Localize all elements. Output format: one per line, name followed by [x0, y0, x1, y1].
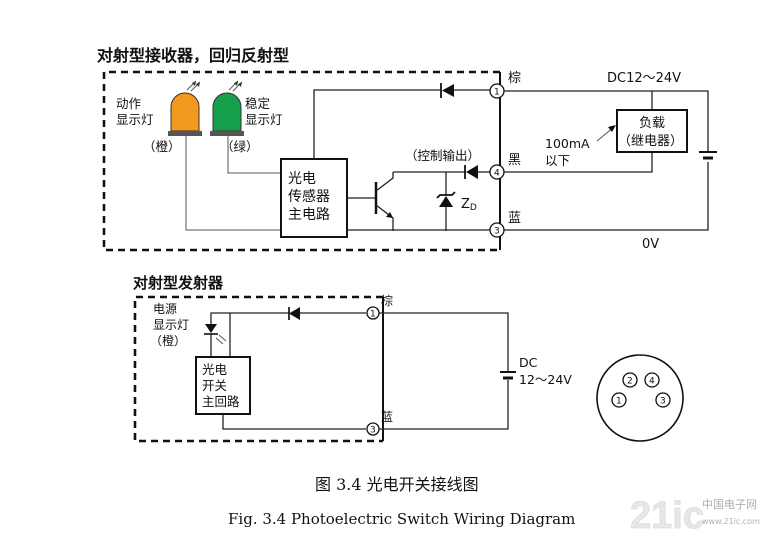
action-lamp-label-2: 显示灯	[116, 112, 154, 127]
load-relay-box	[616, 109, 688, 153]
svg-text:3: 3	[660, 397, 666, 407]
action-lamp-label-1: 动作	[116, 96, 142, 111]
power-lamp-label-1: 电源	[153, 302, 177, 316]
svg-text:中国电子网: 中国电子网	[702, 498, 757, 511]
current-limit-label-1: 100mA	[545, 136, 590, 151]
sensor-circuit-label-3: 主电路	[288, 207, 330, 223]
connector-pin-3: 3	[655, 392, 671, 408]
svg-text:1: 1	[370, 310, 376, 320]
svg-text:21ic: 21ic	[630, 495, 704, 537]
receiver-terminal-1: 1	[489, 83, 505, 99]
emitter-terminal-1: 1	[366, 306, 380, 320]
receiver-section: 对射型接收器，回归反射型 动作 显示灯 （橙） 稳定 显示灯 （绿）	[97, 46, 717, 252]
connector-pinout: 2 4 1 3	[596, 354, 684, 442]
zener-diode-icon	[436, 191, 456, 207]
svg-text:www.21ic.com: www.21ic.com	[702, 517, 760, 526]
current-limit-label-2: 以下	[545, 153, 570, 168]
stable-lamp-label-2: 显示灯	[245, 112, 283, 127]
svg-text:4: 4	[649, 377, 655, 387]
caption-chinese: 图 3.4 光电开关接线图	[315, 475, 479, 494]
receiver-terminal-4: 4	[489, 164, 505, 180]
output-diode-icon	[464, 165, 478, 179]
emitter-supply-label: DC	[519, 355, 538, 370]
control-output-label: （控制输出）	[405, 148, 480, 163]
connector-pin-4: 4	[644, 372, 660, 388]
action-lamp-color: （橙）	[143, 139, 181, 154]
emitter-supply-range: 12～24V	[519, 372, 572, 387]
connector-pin-2: 2	[622, 372, 638, 388]
svg-text:3: 3	[494, 227, 500, 237]
caption-english: Fig. 3.4 Photoelectric Switch Wiring Dia…	[228, 510, 575, 528]
ground-label: 0V	[642, 237, 659, 252]
wire-black-label: 黑	[508, 153, 521, 168]
output-transistor-icon	[347, 172, 394, 231]
sensor-circuit-label-2: 传感器	[288, 188, 330, 205]
svg-text:4: 4	[494, 169, 500, 179]
switch-circuit-label-1: 光电	[202, 362, 228, 377]
connector-pin-1: 1	[611, 392, 627, 408]
watermark-logo: 21ic 中国电子网 www.21ic.com	[630, 495, 760, 538]
emitter-section: 对射型发射器 电源 显示灯 （橙） 光电 开关 主回路 1	[133, 274, 572, 443]
emitter-wire-brown-label: 棕	[381, 293, 393, 308]
stable-lamp-color: （绿）	[221, 139, 259, 154]
load-label-2: （继电器）	[618, 134, 683, 149]
switch-circuit-box	[195, 356, 251, 415]
power-lamp-label-2: 显示灯	[153, 318, 189, 332]
emitter-terminal-3: 3	[366, 422, 380, 436]
current-arrow-icon	[596, 125, 616, 142]
power-lamp-color: （橙）	[150, 333, 186, 348]
emitter-housing	[133, 295, 383, 443]
wire-brown-label: 棕	[508, 71, 521, 86]
receiver-terminal-3: 3	[489, 222, 505, 238]
power-led-icon	[204, 324, 227, 345]
sensor-circuit-label-1: 光电	[288, 171, 316, 187]
supply-voltage-label: DC12～24V	[607, 71, 681, 86]
action-lamp-icon	[168, 80, 202, 136]
emitter-wire-blue-label: 蓝	[381, 410, 393, 424]
svg-text:3: 3	[370, 426, 376, 436]
wire-blue-label: 蓝	[508, 211, 521, 226]
zener-label: ZD	[461, 197, 477, 213]
load-label-1: 负载	[639, 116, 665, 131]
switch-circuit-label-2: 开关	[202, 378, 227, 393]
reverse-polarity-diode-icon	[440, 83, 454, 98]
emitter-diode-icon	[288, 307, 300, 320]
svg-text:2: 2	[627, 377, 633, 387]
stable-lamp-label-1: 稳定	[245, 96, 270, 111]
svg-text:1: 1	[616, 397, 622, 407]
supply-battery-icon	[699, 151, 717, 160]
stable-lamp-icon	[210, 80, 244, 136]
svg-text:1: 1	[494, 88, 500, 98]
emitter-battery-icon	[500, 371, 516, 380]
receiver-title: 对射型接收器，回归反射型	[97, 46, 289, 65]
switch-circuit-label-3: 主回路	[202, 394, 240, 409]
receiver-housing	[102, 70, 500, 252]
emitter-title: 对射型发射器	[133, 274, 224, 292]
